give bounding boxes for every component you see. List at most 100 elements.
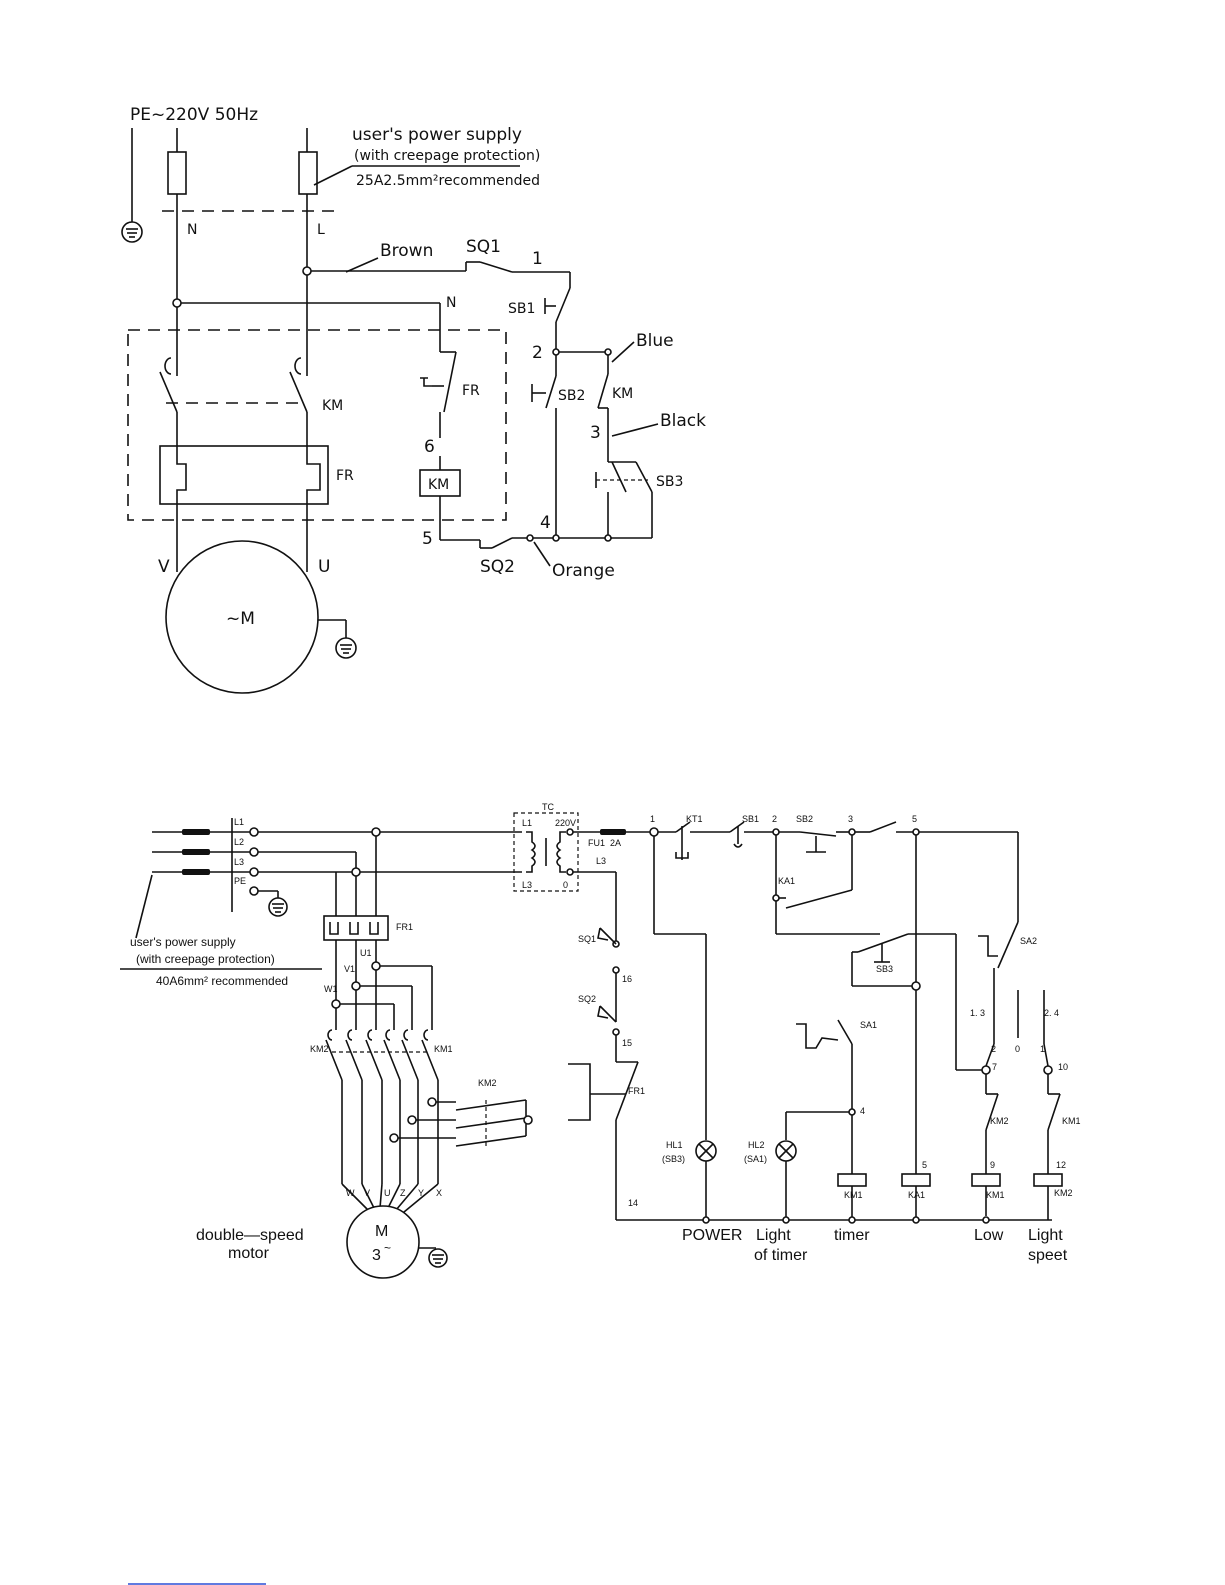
wire-brown-label: Brown: [380, 241, 433, 261]
term-y: Y: [418, 1188, 424, 1198]
label-light-timer-2: of timer: [754, 1247, 808, 1264]
coil-km1-timer: [837, 1173, 867, 1187]
pos-24: 2. 4: [1044, 1008, 1059, 1018]
tc-l3: L3: [522, 880, 532, 890]
motor-double-speed: [346, 1205, 420, 1279]
km-aux-label: KM: [612, 386, 633, 402]
label-timer: timer: [834, 1227, 870, 1244]
l3-ctrl-label: L3: [596, 856, 606, 866]
ground-icon: [268, 897, 288, 917]
node-10: 10: [1058, 1062, 1068, 1072]
hl1-sub: (SB3): [662, 1154, 685, 1164]
lamp-hl1-icon: [695, 1140, 717, 1162]
km-contact-label: KM: [322, 398, 343, 414]
sa2-label: SA2: [1020, 936, 1037, 946]
motor-tilde: ~: [384, 1241, 391, 1255]
label-low: Low: [974, 1227, 1004, 1244]
node-6: 6: [424, 437, 435, 457]
node-9: 9: [990, 1160, 995, 1170]
node-15: 15: [622, 1038, 632, 1048]
node-c2: 2: [772, 814, 777, 824]
node-4: 4: [860, 1106, 865, 1116]
km1-nc-label: KM1: [1062, 1116, 1081, 1126]
label-power: POWER: [682, 1227, 742, 1244]
label-v: V: [158, 557, 170, 577]
fu1-rating: 2A: [610, 838, 621, 848]
l2-label: L2: [234, 837, 244, 847]
label-n: N: [187, 222, 197, 238]
sq1-label: SQ1: [466, 237, 501, 257]
km2-star-label: KM2: [478, 1078, 497, 1088]
l3-label: L3: [234, 857, 244, 867]
hl2-sub: (SA1): [744, 1154, 767, 1164]
coil-ka1: [901, 1173, 931, 1187]
node-7: 7: [992, 1062, 997, 1072]
cable-recommend-2: 40A6mm² recommended: [156, 974, 288, 988]
single-phase-diagram: PE~220V 50Hz N L user's power supply (wi…: [121, 105, 706, 694]
w1-label: W1: [324, 984, 338, 994]
node-4: 4: [540, 513, 551, 533]
motor-single-phase: [165, 540, 319, 694]
sa1-label: SA1: [860, 1020, 877, 1030]
node-5b: 5: [922, 1160, 927, 1170]
sw-2: 2: [991, 1044, 996, 1054]
node-c3: 3: [848, 814, 853, 824]
transformer-tc: [513, 812, 579, 892]
label-light-speed-1: Light: [1028, 1227, 1063, 1244]
wire-black-label: Black: [660, 411, 706, 431]
motor-label-2: motor: [228, 1245, 270, 1262]
coil-km-label: KM: [428, 477, 449, 493]
label-light-speed-2: speet: [1028, 1247, 1068, 1264]
node-1: 1: [532, 249, 543, 269]
node-c1: 1: [650, 814, 655, 824]
label-u: U: [318, 557, 330, 577]
motor-m: M: [375, 1223, 388, 1240]
label-light-timer-1: Light: [756, 1227, 791, 1244]
hl1-label: HL1: [666, 1140, 683, 1150]
ground-icon: [335, 637, 357, 659]
l1-label: L1: [234, 817, 244, 827]
supply-label: PE~220V 50Hz: [130, 105, 258, 125]
km2-nc-label: KM2: [990, 1116, 1009, 1126]
node-12: 12: [1056, 1160, 1066, 1170]
fr-label: FR: [336, 468, 354, 484]
km1-contactor-label: KM1: [434, 1044, 453, 1054]
kt1-label: KT1: [686, 814, 703, 824]
control-enclosure: [127, 329, 507, 521]
sb1-label-2: SB1: [742, 814, 759, 824]
coil-km: [419, 469, 461, 497]
sb1-label: SB1: [508, 301, 535, 317]
coil-km2: [1033, 1173, 1063, 1187]
node-16: 16: [622, 974, 632, 984]
thermal-relay-fr: [159, 445, 329, 505]
fuse-l: [298, 151, 318, 195]
sb2-label-2: SB2: [796, 814, 813, 824]
user-supply-label: user's power supply: [352, 125, 522, 145]
wire-orange-label: Orange: [552, 561, 615, 581]
label-l: L: [317, 222, 325, 238]
tc-label: TC: [542, 802, 554, 812]
fr1-label: FR1: [396, 922, 413, 932]
tc-l1: L1: [522, 818, 532, 828]
sb2-label: SB2: [558, 388, 585, 404]
sb3-label: SB3: [656, 474, 683, 490]
sb3-label-2: SB3: [876, 964, 893, 974]
sq2-label-2: SQ2: [578, 994, 596, 1004]
label-n2: N: [446, 295, 456, 311]
motor-label: ~M: [226, 609, 255, 629]
hl2-label: HL2: [748, 1140, 765, 1150]
sq1-label-2: SQ1: [578, 934, 596, 944]
u1-label: U1: [360, 948, 372, 958]
fu1-label: FU1: [588, 838, 605, 848]
sw-0: 0: [1015, 1044, 1020, 1054]
node-5: 5: [422, 529, 433, 549]
ground-icon: [121, 221, 143, 243]
tc-0: 0: [563, 880, 568, 890]
node-2: 2: [532, 343, 543, 363]
km2-contactor-label: KM2: [310, 1044, 329, 1054]
ka1-label: KA1: [778, 876, 795, 886]
wire-blue-label: Blue: [636, 331, 674, 351]
lamp-hl2-icon: [775, 1140, 797, 1162]
pe-label: PE: [234, 876, 246, 886]
